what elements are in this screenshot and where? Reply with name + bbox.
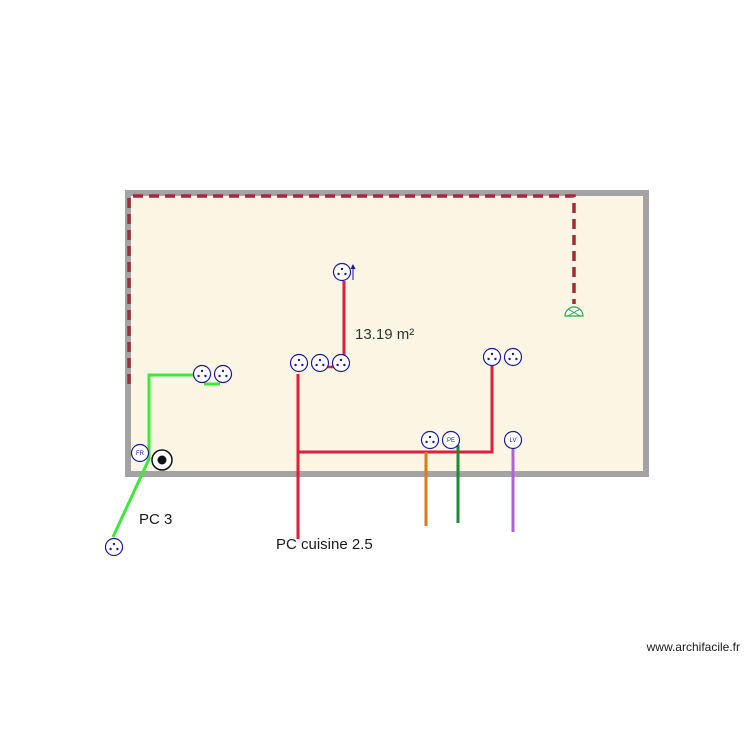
- ceiling-light-icon: [564, 306, 584, 317]
- circuit-label-pc-cuisine: PC cuisine 2.5: [276, 536, 373, 553]
- outlet-icon[interactable]: [482, 347, 502, 367]
- outlet-icon[interactable]: [310, 353, 330, 373]
- outlet-icon[interactable]: [213, 364, 233, 384]
- outlet-icon[interactable]: [331, 353, 351, 373]
- outlet-icon[interactable]: [192, 364, 212, 384]
- appliance-connector-icon[interactable]: [151, 449, 173, 471]
- dishwasher-label: PE: [447, 438, 455, 444]
- washing-machine-outlet-icon[interactable]: LV: [503, 430, 523, 450]
- outlet-icon[interactable]: [104, 537, 124, 557]
- dishwasher-outlet-icon[interactable]: PE: [441, 430, 461, 450]
- watermark: www.archifacile.fr: [646, 640, 740, 654]
- washing-machine-label: LV: [510, 438, 517, 444]
- room-floor: [125, 190, 649, 477]
- fridge-label: FR: [136, 451, 145, 457]
- circuit-label-pc3: PC 3: [139, 511, 172, 528]
- room-area-label: 13.19 m²: [355, 326, 414, 343]
- outlet-icon[interactable]: [503, 347, 523, 367]
- arrow-up-icon: [350, 264, 356, 280]
- green-circuit-pc3: [111, 373, 220, 538]
- red-circuit-pc-cuisine: [296, 364, 494, 539]
- outlet-icon[interactable]: [420, 430, 440, 450]
- outlet-icon[interactable]: [332, 262, 352, 282]
- fridge-outlet-icon[interactable]: FR: [130, 443, 150, 463]
- outlet-icon[interactable]: [289, 353, 309, 373]
